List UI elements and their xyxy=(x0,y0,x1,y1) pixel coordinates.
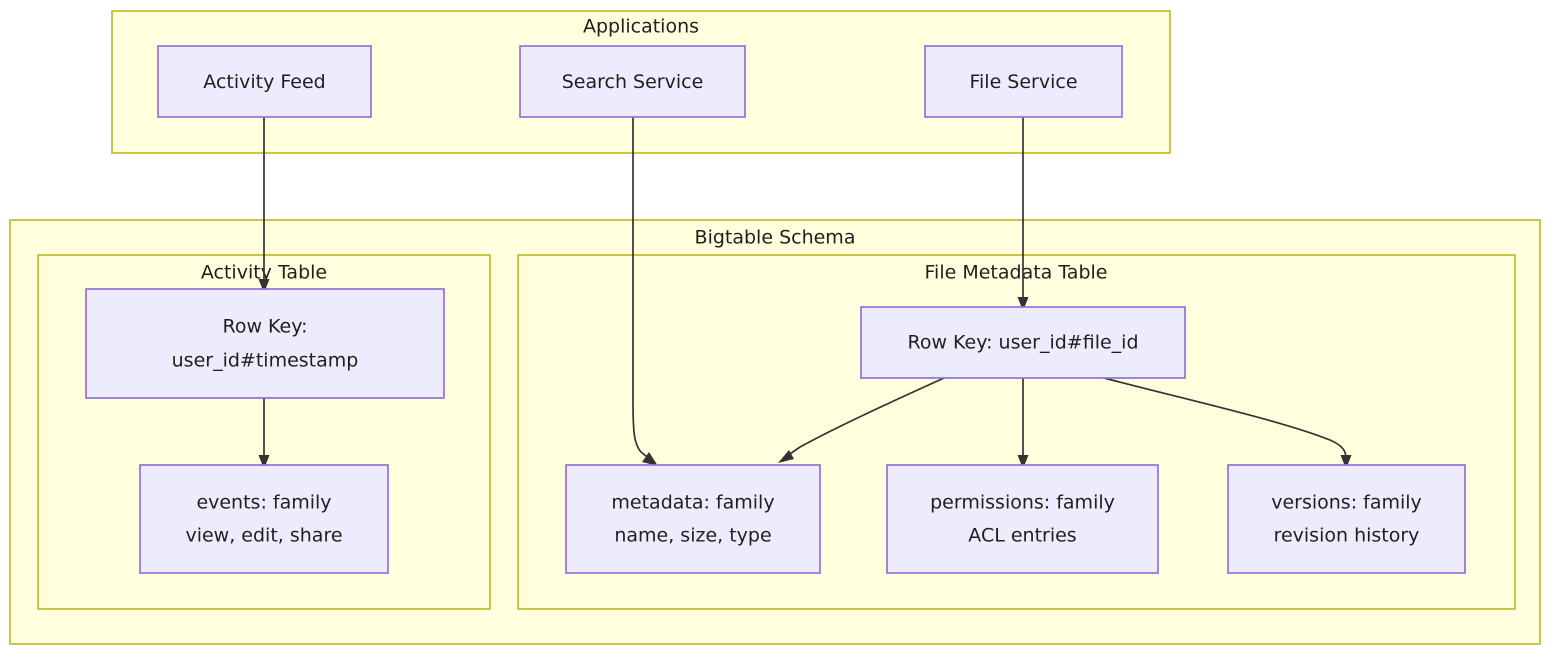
node-activity-events[interactable]: events: family view, edit, share xyxy=(139,464,389,574)
arrowhead-icon xyxy=(778,450,794,463)
node-activity-feed-box[interactable] xyxy=(157,45,372,118)
node-search-service-box[interactable] xyxy=(519,45,746,118)
node-activity-row-key-box[interactable] xyxy=(85,288,445,399)
node-file-versions-family-box[interactable] xyxy=(1227,464,1466,574)
node-file-service-box[interactable] xyxy=(924,45,1123,118)
node-activity-events-label-line1: events: family xyxy=(196,492,331,514)
node-activity-feed[interactable]: Activity Feed xyxy=(157,45,372,118)
node-file-permissions-family-box[interactable] xyxy=(886,464,1159,574)
node-file-permissions-family-label-line1: permissions: family xyxy=(930,492,1115,514)
node-file-versions-family[interactable]: versions: family revision history xyxy=(1227,464,1466,574)
node-file-row-key-box[interactable] xyxy=(860,306,1186,379)
node-activity-events-label-line2: view, edit, share xyxy=(185,525,342,547)
node-file-service-label: File Service xyxy=(969,71,1077,93)
node-file-permissions-family-label-line2: ACL entries xyxy=(968,525,1076,547)
arrowhead-icon xyxy=(642,452,658,466)
node-file-row-key-label-line1: Row Key: user_id#file_id xyxy=(907,332,1138,354)
node-activity-row-key-label-line2: user_id#timestamp xyxy=(172,350,359,372)
edge-activity-row-key-to-activity-events xyxy=(258,398,270,469)
node-search-service[interactable]: Search Service xyxy=(519,45,746,118)
edge-file-row-key-to-file-metadata-family xyxy=(778,377,945,463)
node-file-row-key[interactable]: Row Key: user_id#file_id xyxy=(860,306,1186,379)
edge-file-row-key-to-file-permissions-family xyxy=(1017,378,1029,469)
edge-file-service-to-file-row-key xyxy=(1017,117,1029,311)
node-file-metadata-family[interactable]: metadata: family name, size, type xyxy=(565,464,821,574)
arrowhead-icon xyxy=(1017,455,1029,469)
arrowhead-icon xyxy=(258,455,270,469)
node-activity-events-box[interactable] xyxy=(139,464,389,574)
node-file-metadata-family-box[interactable] xyxy=(565,464,821,574)
arrowhead-icon xyxy=(258,279,270,293)
node-file-permissions-family[interactable]: permissions: family ACL entries xyxy=(886,464,1159,574)
cluster-applications-title: Applications xyxy=(583,16,699,38)
edge-activity-feed-to-activity-row-key xyxy=(258,117,270,293)
edges-layer xyxy=(258,117,1352,469)
node-file-versions-family-label-line2: revision history xyxy=(1274,525,1420,547)
node-activity-row-key-label-line1: Row Key: xyxy=(222,316,307,338)
cluster-bigtable-schema-title: Bigtable Schema xyxy=(695,227,856,249)
cluster-file-metadata-table-title: File Metadata Table xyxy=(925,262,1108,284)
edge-search-service-to-file-metadata-family xyxy=(632,117,658,466)
node-file-versions-family-label-line1: versions: family xyxy=(1271,492,1422,514)
node-file-service[interactable]: File Service xyxy=(924,45,1123,118)
node-activity-feed-label: Activity Feed xyxy=(203,71,325,93)
node-activity-row-key[interactable]: Row Key: user_id#timestamp xyxy=(85,288,445,399)
arrowhead-icon xyxy=(1017,297,1029,311)
edge-file-row-key-to-file-versions-family xyxy=(1103,377,1352,469)
node-file-metadata-family-label-line1: metadata: family xyxy=(611,492,774,514)
node-search-service-label: Search Service xyxy=(562,71,704,93)
arrowhead-icon xyxy=(1340,455,1352,469)
node-file-metadata-family-label-line2: name, size, type xyxy=(614,525,771,547)
